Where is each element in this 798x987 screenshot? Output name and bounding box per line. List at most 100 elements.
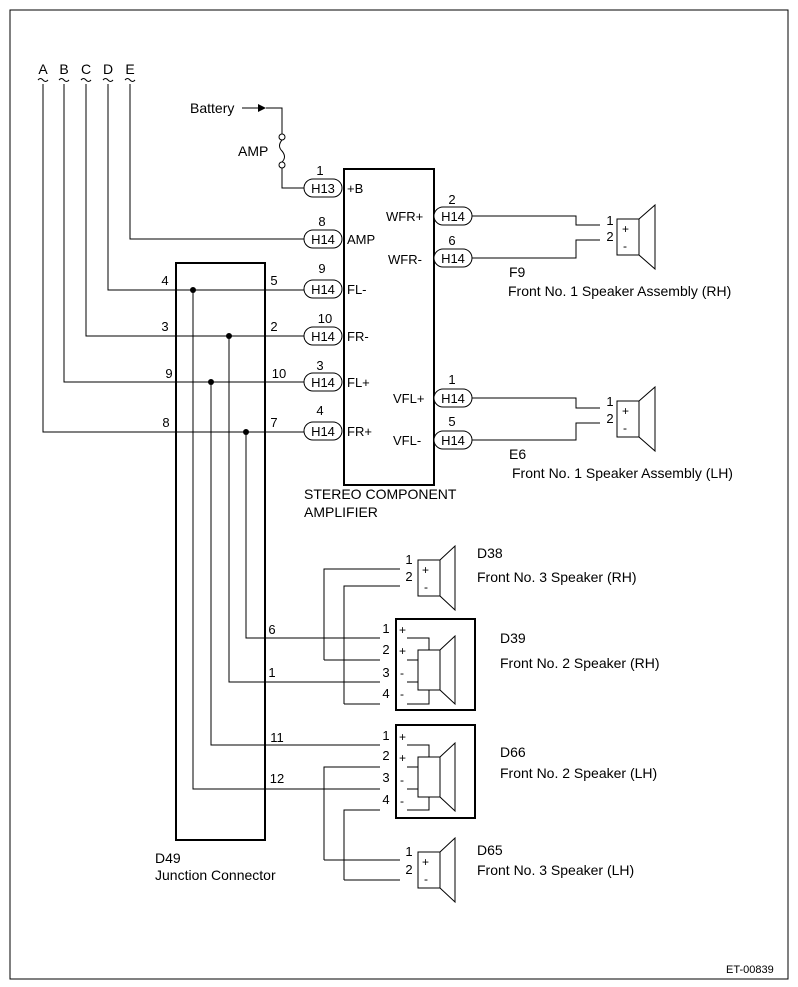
svg-text:2: 2 <box>448 192 455 207</box>
amp-terminal-fl-minus: 9 H14 FL- <box>303 261 367 299</box>
svg-text:4: 4 <box>316 403 323 418</box>
svg-text:2: 2 <box>606 411 613 426</box>
amp-terminal-wfr-plus: WFR+ 2 H14 <box>386 192 473 226</box>
svg-text:H13: H13 <box>311 181 335 196</box>
svg-text:3: 3 <box>382 665 389 680</box>
svg-text:+: + <box>399 730 406 744</box>
svg-text:-: - <box>400 794 404 808</box>
svg-text:+: + <box>399 644 406 658</box>
speaker-d39: 1 2 3 4 + + - - D39 Front No. 2 Speaker … <box>324 618 660 711</box>
svg-text:7: 7 <box>270 415 277 430</box>
svg-text:D49: D49 <box>155 850 181 866</box>
speaker-icon <box>439 836 456 904</box>
svg-text:+: + <box>622 404 629 418</box>
speaker-d66: 1 2 3 4 + + - - D66 Front No. 2 Speaker … <box>323 724 657 880</box>
svg-text:-: - <box>400 666 404 680</box>
svg-text:Front No. 2 Speaker (LH): Front No. 2 Speaker (LH) <box>500 765 657 781</box>
svg-text:5: 5 <box>270 273 277 288</box>
amp-terminal-fl-plus: 3 H14 FL+ <box>303 358 370 392</box>
svg-text:D65: D65 <box>477 842 503 858</box>
svg-text:8: 8 <box>318 214 325 229</box>
svg-text:2: 2 <box>606 229 613 244</box>
fuse-label: AMP <box>238 143 268 159</box>
speaker-d65: 1 2 + - D65 Front No. 3 Speaker (LH) <box>324 836 634 904</box>
speaker-icon <box>439 634 456 706</box>
svg-text:VFL+: VFL+ <box>393 391 424 406</box>
svg-text:6: 6 <box>448 233 455 248</box>
svg-text:Front No. 2 Speaker (RH): Front No. 2 Speaker (RH) <box>500 655 660 671</box>
svg-text:10: 10 <box>318 311 332 326</box>
diagram-frame <box>9 9 789 980</box>
svg-text:FL+: FL+ <box>347 375 370 390</box>
figure-code: ET-00839 <box>726 964 774 976</box>
svg-text:H14: H14 <box>441 251 465 266</box>
svg-text:1: 1 <box>448 372 455 387</box>
battery-label: Battery <box>190 100 234 116</box>
svg-text:1: 1 <box>316 163 323 178</box>
svg-text:1: 1 <box>606 213 613 228</box>
svg-text:H14: H14 <box>311 329 335 344</box>
svg-text:-: - <box>400 687 404 701</box>
battery-feed: Battery AMP <box>190 100 304 189</box>
speaker-icon <box>638 385 656 453</box>
svg-text:Front No. 1 Speaker Assembly (: Front No. 1 Speaker Assembly (RH) <box>508 283 731 299</box>
svg-text:10: 10 <box>272 366 286 381</box>
svg-text:2: 2 <box>382 748 389 763</box>
svg-text:FR+: FR+ <box>347 424 372 439</box>
svg-text:H14: H14 <box>441 391 465 406</box>
svg-text:FL-: FL- <box>347 282 367 297</box>
svg-text:1: 1 <box>268 665 275 680</box>
svg-text:F9: F9 <box>509 264 526 280</box>
svg-text:+: + <box>622 222 629 236</box>
arrow-right-icon <box>258 104 266 112</box>
amp-terminal-wfr-minus: WFR- 6 H14 <box>388 233 473 268</box>
svg-text:1: 1 <box>382 728 389 743</box>
amplifier-name: STEREO COMPONENT <box>304 486 457 502</box>
svg-text:H14: H14 <box>441 209 465 224</box>
bus-letter-b: B <box>59 61 68 77</box>
svg-text:4: 4 <box>382 792 389 807</box>
svg-text:Front No. 1 Speaker Assembly (: Front No. 1 Speaker Assembly (LH) <box>512 465 733 481</box>
svg-text:9: 9 <box>318 261 325 276</box>
svg-text:H14: H14 <box>311 232 335 247</box>
svg-text:D38: D38 <box>477 545 503 561</box>
svg-text:12: 12 <box>270 771 284 786</box>
amp-terminal-vfl-plus: VFL+ 1 H14 <box>393 372 473 408</box>
bus-letter-d: D <box>103 61 113 77</box>
svg-text:5: 5 <box>448 414 455 429</box>
speaker-icon <box>638 203 656 271</box>
svg-text:WFR-: WFR- <box>388 252 422 267</box>
svg-text:-: - <box>400 773 404 787</box>
svg-text:-: - <box>424 580 428 594</box>
junction-connector-d49: 4 3 9 8 5 2 10 7 6 1 11 12 D49 Junction … <box>155 262 380 883</box>
amp-terminal-fr-minus: 10 H14 FR- <box>303 311 369 346</box>
svg-text:9: 9 <box>165 366 172 381</box>
amp-terminal-amp: 8 H14 AMP <box>303 214 375 249</box>
svg-text:-: - <box>424 872 428 886</box>
svg-text:H14: H14 <box>311 375 335 390</box>
svg-text:H14: H14 <box>311 424 335 439</box>
svg-text:2: 2 <box>405 862 412 877</box>
bus-letters: A B C D E <box>37 61 136 82</box>
bus-letter-c: C <box>81 61 91 77</box>
svg-text:Front No. 3 Speaker (LH): Front No. 3 Speaker (LH) <box>477 862 634 878</box>
svg-text:H14: H14 <box>311 282 335 297</box>
svg-text:WFR+: WFR+ <box>386 209 423 224</box>
speaker-e6: 1 2 + - E6 Front No. 1 Speaker Assembly … <box>472 385 733 481</box>
svg-text:AMP: AMP <box>347 232 375 247</box>
svg-text:3: 3 <box>161 319 168 334</box>
svg-text:E6: E6 <box>509 446 526 462</box>
svg-text:3: 3 <box>382 770 389 785</box>
svg-text:3: 3 <box>316 358 323 373</box>
speaker-d38: 1 2 + - D38 Front No. 3 Speaker (RH) <box>323 544 637 704</box>
svg-text:1: 1 <box>382 621 389 636</box>
svg-text:Junction Connector: Junction Connector <box>155 867 276 883</box>
svg-text:2: 2 <box>405 569 412 584</box>
svg-text:-: - <box>623 421 627 435</box>
svg-text:FR-: FR- <box>347 329 369 344</box>
fuse-icon <box>279 139 285 163</box>
svg-text:6: 6 <box>268 622 275 637</box>
svg-text:H14: H14 <box>441 433 465 448</box>
svg-text:+: + <box>399 751 406 765</box>
